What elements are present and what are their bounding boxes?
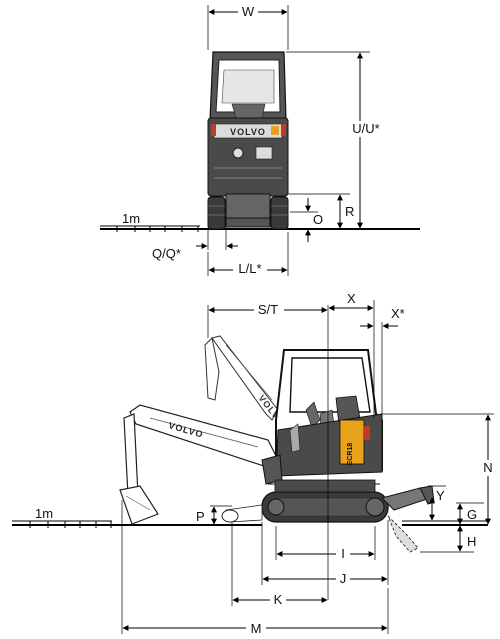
label-uu: U/U* (352, 121, 379, 136)
label-i: I (341, 546, 345, 561)
side-ground-line: 1m (12, 506, 488, 528)
side-machine: ECR18 (221, 349, 435, 553)
dim-ll: L/L* (207, 232, 289, 276)
label-m: M (251, 621, 262, 636)
dim-x: X (328, 291, 375, 418)
label-y: Y (436, 488, 445, 503)
dim-n: N (382, 413, 498, 525)
label-n: N (483, 460, 492, 475)
side-model-label: ECR18 (347, 443, 354, 466)
side-scale-label: 1m (35, 506, 53, 521)
dim-p: P (196, 505, 232, 525)
label-r: R (345, 204, 354, 219)
label-x: X (347, 291, 356, 306)
dim-y: Y (428, 485, 446, 521)
label-j: J (340, 571, 347, 586)
side-boom: VOLVO (119, 404, 279, 525)
dim-m: M (121, 500, 389, 636)
dim-w: W (207, 4, 289, 50)
label-w: W (242, 4, 255, 19)
dim-o: O (290, 198, 323, 242)
label-qq: Q/Q* (152, 246, 181, 261)
front-ground-line: 1m (100, 211, 420, 232)
dim-r: R (288, 193, 354, 229)
side-view: 1m VOLVO VOLVO (12, 291, 498, 636)
label-h: H (467, 534, 476, 549)
dim-g: G (456, 502, 484, 525)
dim-h: H (420, 525, 476, 553)
label-p: P (196, 509, 205, 524)
side-raised-arm: VOLVO (204, 335, 286, 427)
label-xs: X* (391, 306, 405, 321)
label-o: O (313, 212, 323, 227)
dim-xs: X* (360, 306, 405, 414)
dim-k: K (231, 522, 328, 608)
label-k: K (274, 592, 283, 607)
label-st: S/T (258, 302, 278, 317)
label-ll: L/L* (238, 261, 261, 276)
dim-j: J (261, 520, 389, 587)
front-view: 1m VOLVO (100, 4, 420, 276)
front-machine: VOLVO (207, 51, 289, 230)
front-scale-label: 1m (122, 211, 140, 226)
dim-qq: Q/Q* (152, 226, 238, 261)
dim-st: S/T (207, 302, 329, 600)
label-g: G (467, 507, 477, 522)
front-brand-label: VOLVO (230, 127, 266, 137)
dim-uu: U/U* (286, 51, 386, 229)
dim-i: I (275, 526, 376, 562)
